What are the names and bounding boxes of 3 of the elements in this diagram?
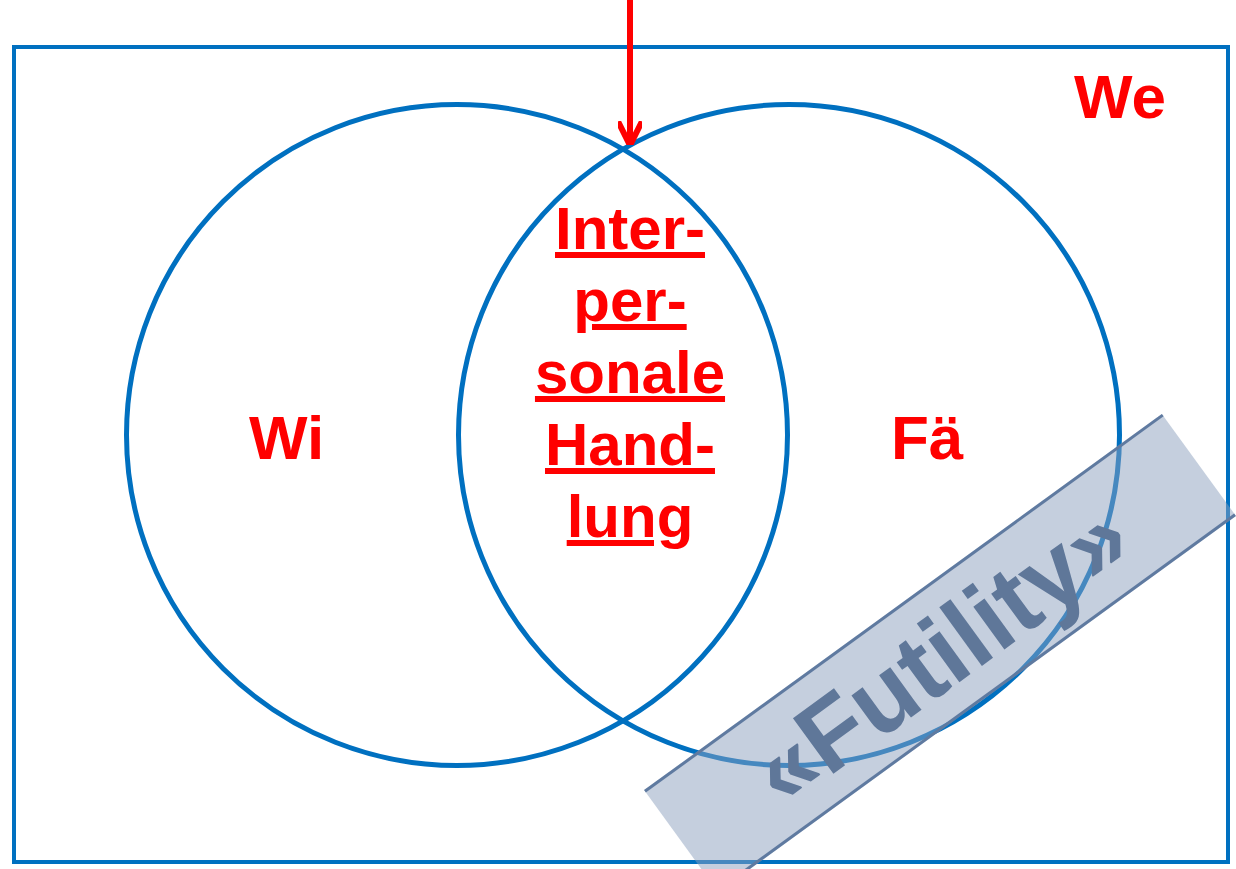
frame-rectangle	[12, 45, 1230, 864]
set-label: We	[1074, 66, 1166, 128]
circle-label: Wi	[249, 407, 325, 469]
